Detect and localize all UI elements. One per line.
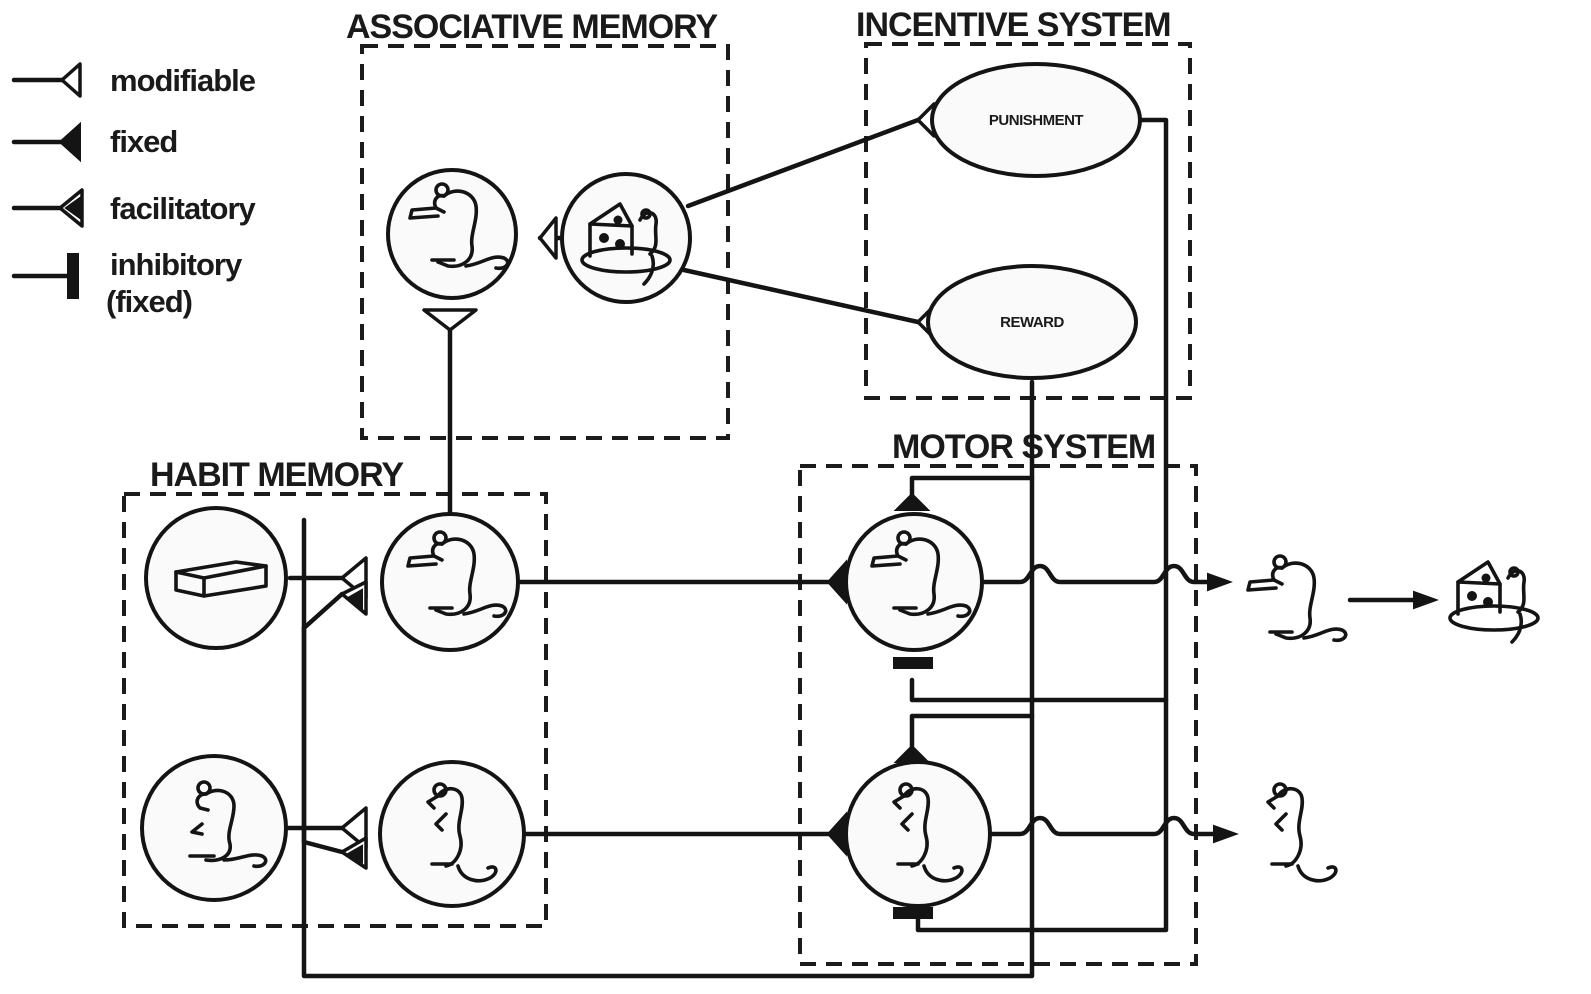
modifiable-synapse-icon (60, 62, 82, 98)
incentive-system-title: INCENTIVE SYSTEM (856, 6, 1171, 44)
modifiable-synapse-icon (340, 806, 368, 850)
behavior-output-lever-press (1246, 554, 1348, 643)
associative-rat-node (386, 168, 518, 300)
cheese-node (560, 172, 692, 304)
connections (285, 117, 1439, 979)
rat-eating-cheese-icon (1448, 560, 1540, 644)
sitting-rat-node (140, 754, 288, 902)
motor-system-box (798, 464, 1198, 966)
motor-rearing-rat-node (844, 760, 992, 908)
legend-inhibitory-sublabel: (fixed) (106, 284, 192, 319)
legend-fixed-label: fixed (110, 124, 177, 159)
facilitatory-synapse-icon (893, 492, 931, 511)
modifiable-synapse-icon (538, 216, 558, 260)
punishment-label: PUNISHMENT (989, 112, 1084, 129)
reward-label: REWARD (1000, 314, 1064, 331)
legend-modifiable-label: modifiable (110, 63, 256, 98)
facilitatory-synapse-icon (893, 744, 931, 763)
legend-inhibitory-label: inhibitory (110, 247, 243, 282)
legend-facilitatory: facilitatory (11, 188, 258, 228)
inhibitory-synapse-icon (893, 657, 933, 669)
legend-fixed: fixed (11, 121, 178, 163)
rat-at-lever-icon (1246, 554, 1348, 643)
habit-rearing-rat-node (378, 760, 526, 908)
incentive-system-box (864, 42, 1192, 400)
inhibitory-synapse-icon (893, 907, 933, 919)
fixed-synapse-icon (826, 559, 847, 605)
habit-memory-box (122, 492, 548, 928)
habit-memory-title: HABIT MEMORY (150, 456, 404, 494)
motor-lever-rat-node (844, 512, 984, 652)
lever-stimulus-node (144, 506, 288, 650)
rat-rearing-icon (1266, 782, 1338, 883)
legend-facilitatory-label: facilitatory (110, 191, 257, 226)
behavior-output-rearing (1266, 782, 1338, 883)
punishment-node: PUNISHMENT (930, 62, 1142, 178)
lever-icon (174, 560, 268, 598)
modifiable-synapse-icon (422, 308, 478, 332)
legend-modifiable: modifiable (11, 62, 257, 98)
fixed-synapse-icon (58, 121, 81, 163)
habit-lever-rat-node (380, 512, 520, 652)
fixed-synapse-icon (826, 811, 847, 857)
associative-memory-box (360, 44, 730, 440)
motor-system-title: MOTOR SYSTEM (892, 428, 1155, 466)
reward-node: REWARD (926, 264, 1138, 380)
legend-inhibitory: inhibitory (fixed) (11, 247, 244, 319)
inhibitory-synapse-icon (67, 253, 79, 299)
legend: modifiable fixed facilitatory inhibitory… (11, 62, 258, 319)
associative-memory-title: ASSOCIATIVE MEMORY (346, 8, 718, 46)
behavior-output-reward (1448, 560, 1540, 644)
